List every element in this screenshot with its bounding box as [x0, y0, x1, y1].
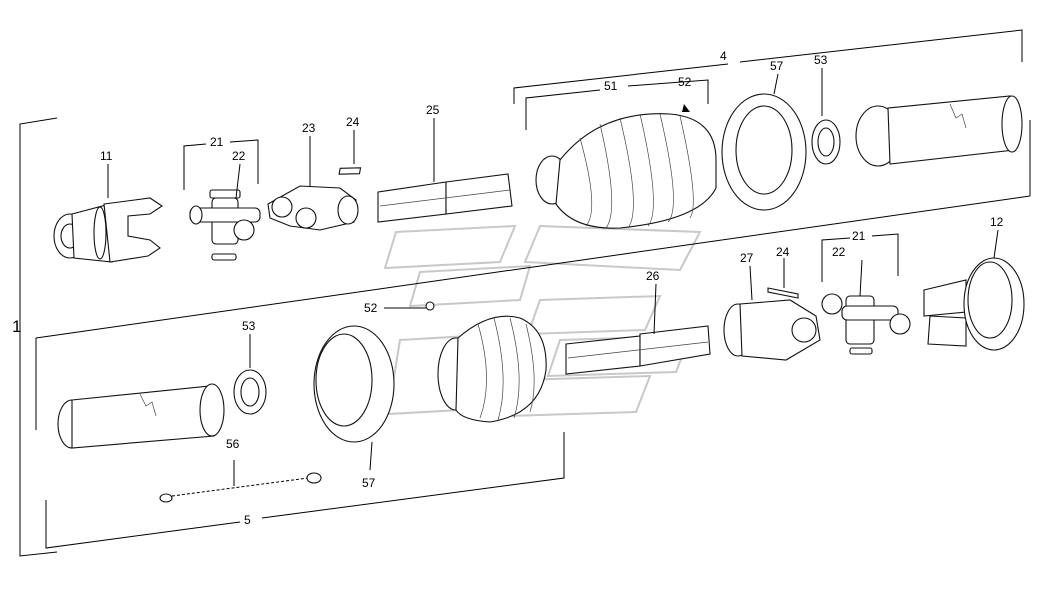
yoke-part-12	[923, 257, 1025, 351]
callout-11: 11	[100, 149, 113, 163]
callout-52-lower: 52	[364, 301, 378, 315]
inner-yoke-part-23	[267, 185, 359, 231]
bracket-21-upper-right	[229, 139, 259, 184]
bracket-51-right	[627, 79, 709, 104]
cross-journal-part-21-lower	[821, 293, 911, 355]
callout-12: 12	[990, 215, 1004, 229]
leader-27	[749, 265, 753, 301]
bracket-51-left	[525, 89, 601, 130]
pin-part-24-upper	[338, 167, 362, 175]
callout-4: 4	[720, 49, 727, 63]
bracket-21-lower-left	[821, 237, 851, 282]
callout-53-lower: 53	[242, 319, 256, 333]
leader-12	[993, 229, 999, 259]
guard-bellows-lower	[437, 315, 547, 423]
leader-57-lower	[369, 441, 373, 471]
guard-bellows-part-51	[535, 113, 717, 229]
callout-21-lower: 21	[852, 229, 866, 243]
callout-24-upper: 24	[346, 115, 360, 129]
callout-25: 25	[426, 103, 440, 117]
callout-57-lower: 57	[362, 476, 376, 490]
pin-part-24-lower	[767, 287, 799, 299]
cross-journal-part-21	[189, 189, 261, 261]
yoke-part-11	[53, 197, 163, 263]
chain-part-56	[159, 472, 322, 503]
callout-51: 51	[604, 79, 618, 93]
leader-22-lower	[859, 259, 863, 297]
callout-21-upper: 21	[210, 135, 224, 149]
callout-5: 5	[244, 513, 251, 527]
arrow-52-upper	[682, 104, 690, 112]
bracket-21-lower-right	[871, 233, 899, 276]
profile-tube-part-26	[565, 325, 711, 375]
bracket-21-upper-left	[183, 143, 207, 190]
outer-tube-upper	[855, 95, 1023, 167]
leader-26	[653, 283, 657, 335]
callout-22-lower: 22	[832, 245, 846, 259]
clip-part-52-lower	[425, 301, 435, 311]
bracket-5	[45, 432, 565, 549]
callout-22-upper: 22	[232, 149, 246, 163]
callout-52-upper: 52	[678, 75, 692, 89]
bracket-4	[35, 29, 1031, 430]
callout-24-lower: 24	[776, 245, 790, 259]
profile-tube-part-25	[377, 173, 513, 223]
callout-26: 26	[646, 269, 660, 283]
callout-53-upper: 53	[814, 53, 828, 67]
outer-tube-lower	[57, 383, 225, 449]
leader-22-upper	[235, 163, 241, 199]
callout-23: 23	[302, 121, 316, 135]
callout-57-upper: 57	[770, 59, 784, 73]
bracket-1	[19, 117, 58, 557]
bearing-ring-part-53-upper	[811, 119, 841, 165]
callout-56: 56	[226, 437, 240, 451]
watermark-logo	[383, 224, 702, 418]
inner-yoke-part-27	[723, 299, 821, 361]
bearing-ring-part-53-lower	[233, 369, 267, 415]
callout-27: 27	[740, 251, 754, 265]
cone-part-57-lower	[313, 325, 395, 443]
cone-part-57-upper	[721, 93, 807, 211]
leader-57-upper	[773, 73, 779, 95]
callout-1: 1	[12, 317, 21, 336]
